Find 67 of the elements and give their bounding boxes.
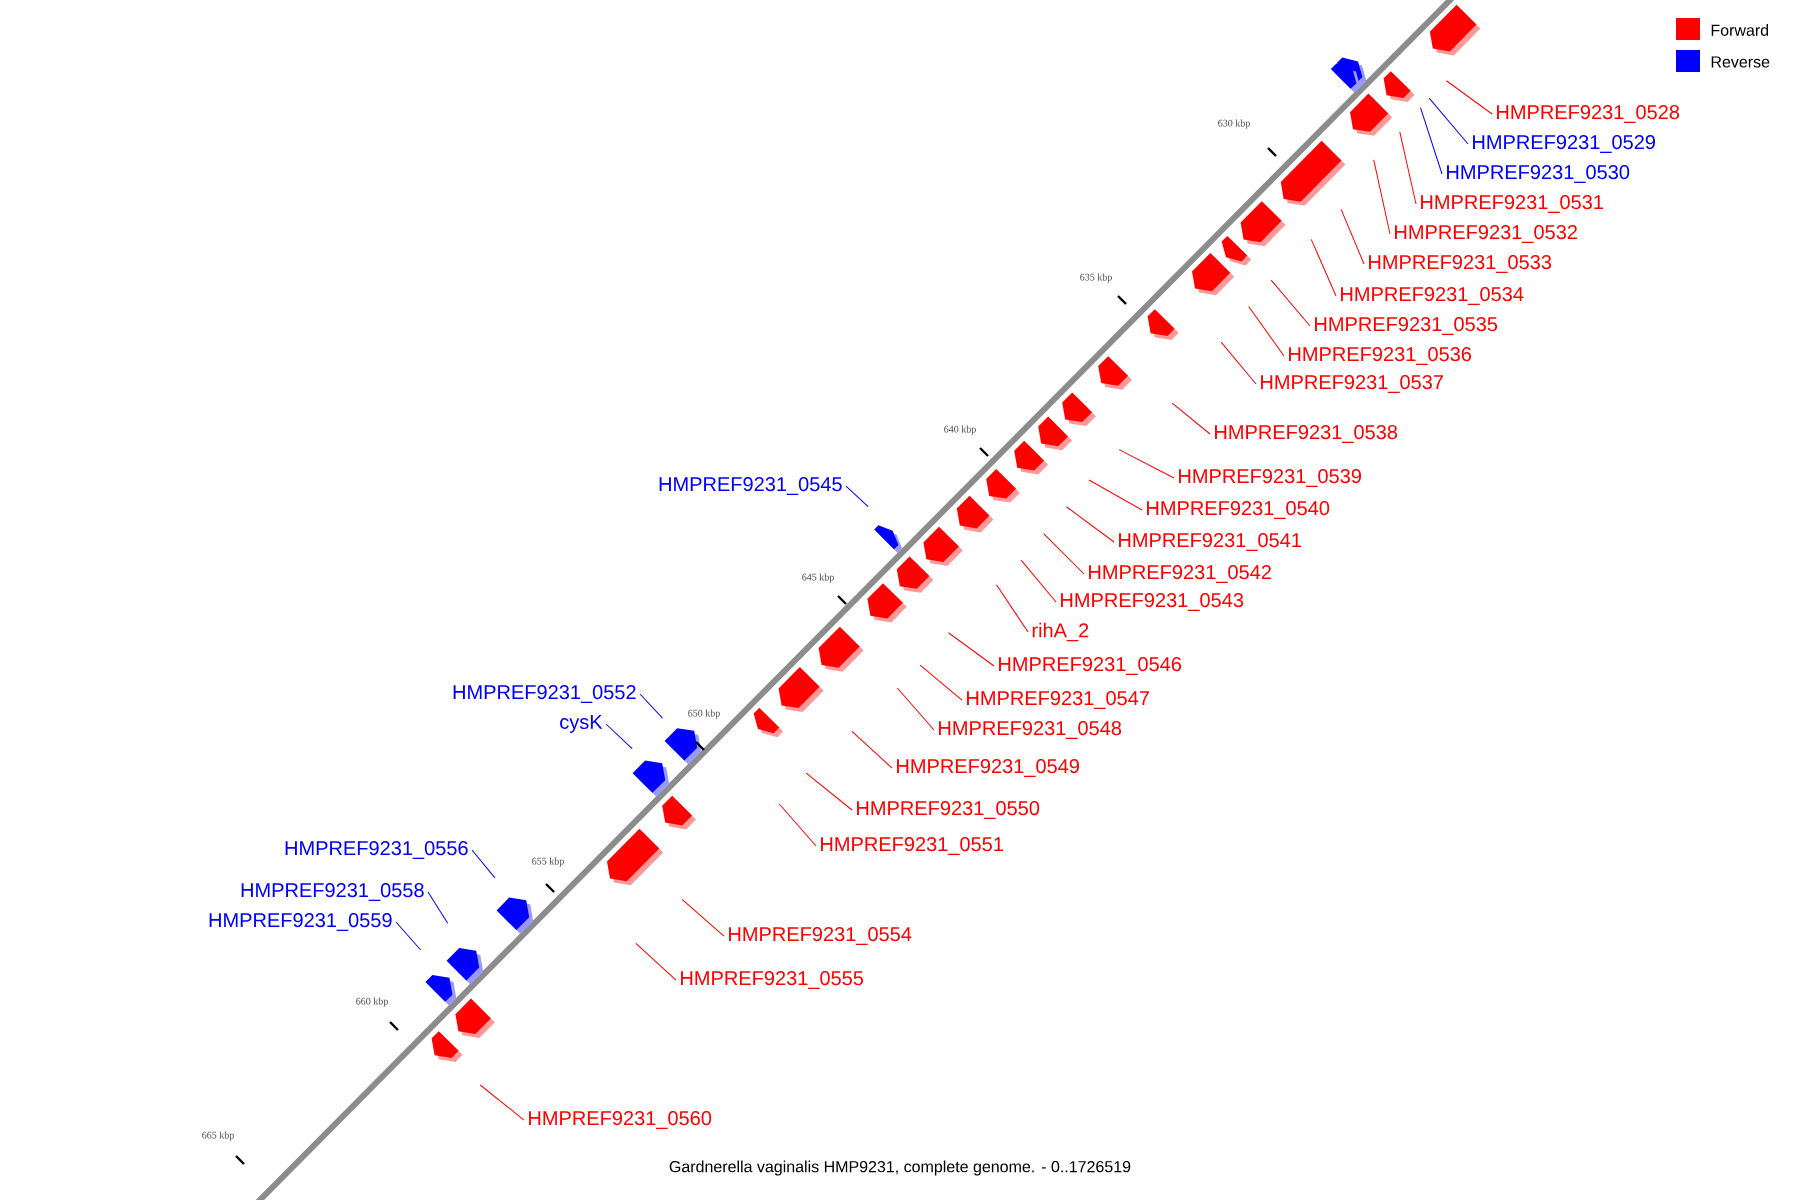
gene-label: HMPREF9231_0536 [1289,347,1472,365]
leader-line [1270,279,1311,327]
leader-line [1088,479,1143,511]
gene-label: HMPREF9231_0548 [939,721,1122,739]
gene-label: HMPREF9231_0560 [529,1111,712,1129]
gene-label: HMPREF9231_0538 [1215,425,1398,443]
gene-label: HMPREF9231_0549 [897,759,1079,777]
leader-line [1340,208,1365,265]
leader-line [1020,559,1057,603]
leader-line [1399,131,1417,205]
leader-line [681,898,725,937]
leader-line [635,942,677,981]
legend-label: Reverse [1711,56,1770,68]
gene-label: HMPREF9231_0559 [209,913,392,931]
gene-label: HMPREF9231_0556 [285,841,468,859]
gene-label: HMPREF9231_0550 [857,801,1040,819]
leader-line [1118,449,1175,479]
leader-line [1065,506,1115,543]
leader-line [1373,159,1391,235]
gene-label: HMPREF9231_0535 [1315,317,1498,335]
caption: Gardnerella vaginalis HMP9231, complete genome. - 0..1726519 [669,1160,1131,1176]
gene-label: HMPREF9231_0543 [1061,593,1244,611]
gene-label: HMPREF9231_0547 [967,691,1149,709]
leader-line [427,891,449,924]
leader-line [805,772,853,811]
leader-line [947,632,995,667]
gene-label: HMPREF9231_0539 [1179,469,1361,487]
gene-label: HMPREF9231_0531 [1421,195,1603,213]
leader-line [605,723,633,750]
gene-label: HMPREF9231_0529 [1473,135,1655,153]
leader-line [1043,533,1085,575]
gene-label: HMPREF9231_0545 [659,477,842,495]
gene-label: HMPREF9231_0546 [999,657,1182,675]
leader-line [1220,341,1257,385]
gene-label: HMPREF9231_0534 [1341,287,1524,305]
gene-label: HMPREF9231_0551 [821,837,1003,855]
leader-line [919,664,963,701]
gene-label: HMPREF9231_0532 [1395,225,1577,243]
leader-line [995,584,1029,633]
leader-line [471,849,496,879]
leader-line [1420,107,1443,175]
gene-label: cysK [560,715,603,733]
leader-line [845,485,869,508]
leader-line [1171,402,1211,435]
leader-line [395,921,422,951]
gene-label: HMPREF9231_0528 [1497,105,1680,123]
gene-label: HMPREF9231_0558 [241,883,424,901]
gene-label: HMPREF9231_0533 [1369,255,1552,273]
gene-label: HMPREF9231_0537 [1261,375,1443,393]
leader-line [1445,80,1493,115]
leader-line [639,693,664,719]
gene-label: HMPREF9231_0552 [453,685,636,703]
leader-line [851,730,893,769]
leader-line [896,687,935,731]
gene-label: HMPREF9231_0554 [729,927,912,945]
leader-line [1248,306,1285,357]
gene-label: HMPREF9231_0530 [1447,165,1630,183]
legend-label: Forward [1711,24,1769,36]
leader-line [479,1084,525,1121]
leader-line [1428,97,1469,145]
gene-label: rihA_2 [1032,622,1089,642]
gene-label: HMPREF9231_0540 [1147,501,1330,519]
gene-label: HMPREF9231_0542 [1089,565,1271,583]
leader-line [778,803,817,847]
gene-label: HMPREF9231_0555 [681,971,864,989]
gene-label: HMPREF9231_0541 [1119,533,1301,551]
leader-line [1310,238,1337,297]
